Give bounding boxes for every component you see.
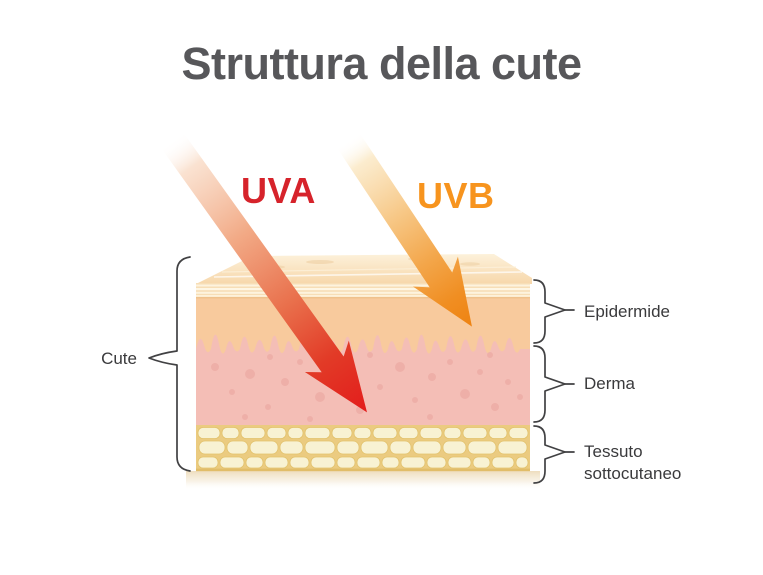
fat-cells — [197, 427, 529, 469]
dermis-speckles — [211, 352, 523, 422]
dermis-papillae — [196, 334, 530, 425]
layer-label-tessuto-sottocutaneo: Tessuto sottocutaneo — [584, 442, 682, 483]
uva-ray-arrow — [161, 132, 368, 413]
page-title: Struttura della cute — [181, 38, 582, 89]
uvb-ray-label: UVB — [417, 175, 495, 216]
layer-label-epidermide: Epidermide — [584, 302, 670, 321]
epidermide-brace — [533, 279, 566, 344]
cute-brace — [148, 256, 191, 472]
skin-overall-label: Cute — [101, 349, 137, 368]
uva-ray-label: UVA — [241, 170, 316, 211]
derma-brace — [533, 345, 566, 423]
block-shadow — [186, 471, 540, 490]
uvb-ray-arrow — [336, 132, 472, 327]
layer-label-derma: Derma — [584, 374, 636, 393]
dermis-layer — [196, 334, 530, 425]
stratum-corneum-band — [196, 283, 530, 299]
subcutaneous-layer — [196, 425, 530, 472]
